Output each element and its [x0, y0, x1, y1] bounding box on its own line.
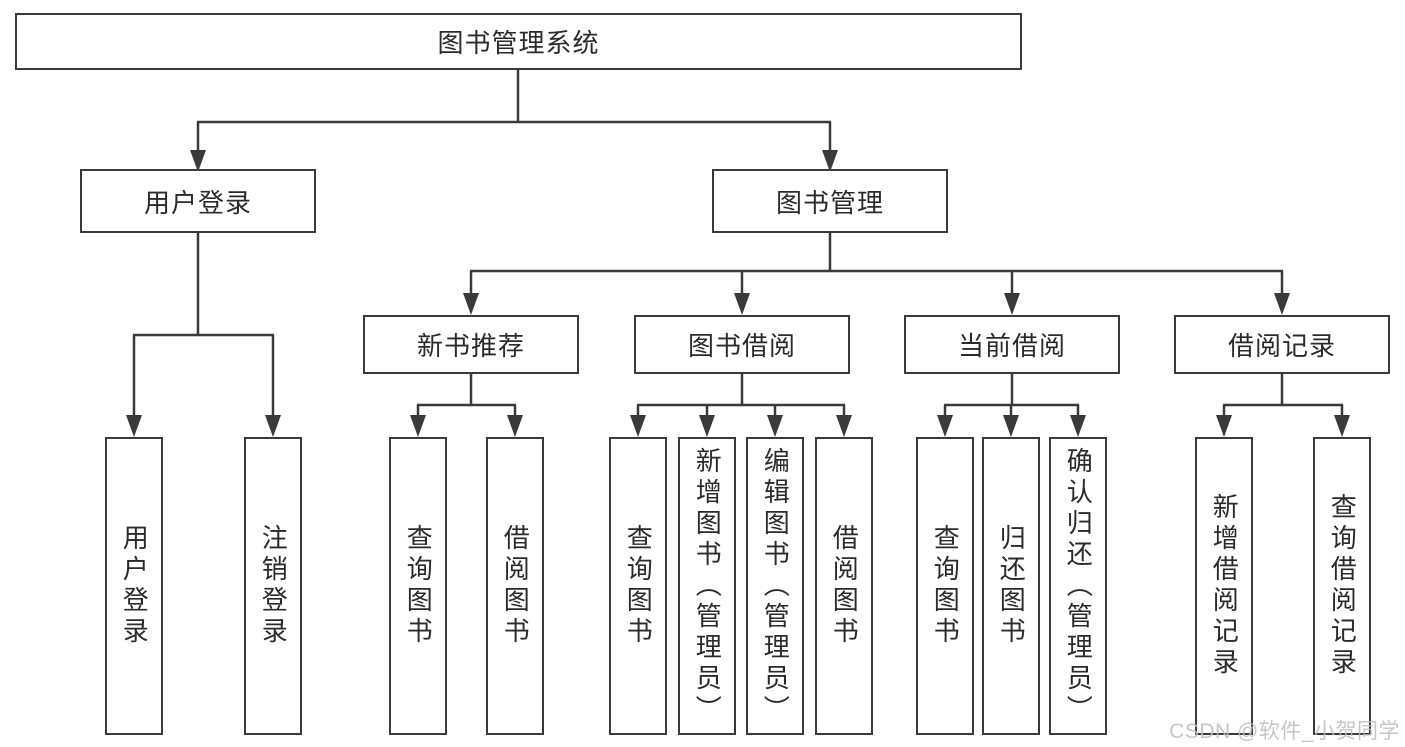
- node-leaf-borrow-books-2: 借阅图书: [815, 437, 873, 735]
- node-leaf-user-login: 用户登录: [105, 437, 163, 735]
- connector-root-to-level2: [190, 70, 838, 172]
- node-leaf-borrow-books-1: 借阅图书: [486, 437, 544, 735]
- arrow-down-icon: [1070, 415, 1086, 437]
- arrow-down-icon: [1216, 415, 1232, 437]
- node-leaf-query-books-2-label: 查询图书: [623, 524, 654, 648]
- node-borrowing-records: 借阅记录: [1174, 315, 1390, 374]
- node-leaf-add-borrow-record: 新增借阅记录: [1195, 437, 1253, 735]
- node-current-borrowing-label: 当前借阅: [957, 331, 1066, 361]
- node-book-management: 图书管理: [712, 169, 948, 233]
- node-leaf-borrow-books-1-label: 借阅图书: [500, 524, 531, 648]
- arrow-down-icon: [410, 415, 426, 437]
- connector-current-to-leaves: [937, 374, 1086, 437]
- node-new-book-recommend: 新书推荐: [363, 315, 579, 374]
- arrow-down-icon: [126, 415, 142, 437]
- connector-records-to-leaves: [1216, 374, 1350, 437]
- node-leaf-add-borrow-record-label: 新增借阅记录: [1209, 493, 1240, 679]
- node-user-login: 用户登录: [80, 169, 316, 233]
- node-leaf-logout-label: 注销登录: [258, 524, 289, 648]
- arrow-down-icon: [265, 415, 281, 437]
- node-leaf-confirm-return-admin: 确认归还（管理员）: [1049, 437, 1107, 735]
- arrow-down-icon: [1004, 293, 1020, 315]
- node-leaf-borrow-books-2-label: 借阅图书: [829, 524, 860, 648]
- node-leaf-return-books: 归还图书: [982, 437, 1040, 735]
- node-book-management-label: 图书管理: [775, 187, 884, 218]
- arrow-down-icon: [190, 150, 206, 172]
- arrow-down-icon: [1274, 293, 1290, 315]
- arrow-down-icon: [630, 415, 646, 437]
- node-borrowing-records-label: 借阅记录: [1227, 331, 1336, 361]
- arrow-down-icon: [699, 415, 715, 437]
- node-leaf-user-login-label: 用户登录: [119, 524, 150, 648]
- arrow-down-icon: [822, 150, 838, 172]
- node-current-borrowing: 当前借阅: [904, 315, 1120, 374]
- arrow-down-icon: [767, 415, 783, 437]
- node-leaf-edit-books-admin: 编辑图书（管理员）: [746, 437, 804, 735]
- connector-newbook-to-leaves: [410, 374, 523, 437]
- arrow-down-icon: [734, 293, 750, 315]
- node-library-system-label: 图书管理系统: [437, 28, 600, 58]
- node-book-borrowing-label: 图书借阅: [687, 331, 796, 361]
- node-leaf-query-books-1: 查询图书: [389, 437, 447, 735]
- connector-borrow-to-leaves: [630, 374, 852, 437]
- node-leaf-query-books-3-label: 查询图书: [930, 524, 961, 648]
- node-leaf-edit-books-admin-label: 编辑图书（管理员）: [760, 446, 791, 726]
- node-leaf-add-books-admin: 新增图书（管理员）: [678, 437, 736, 735]
- connector-login-to-leaves: [126, 233, 281, 437]
- arrow-down-icon: [1003, 415, 1019, 437]
- node-leaf-query-books-1-label: 查询图书: [403, 524, 434, 648]
- node-new-book-recommend-label: 新书推荐: [416, 331, 525, 361]
- node-leaf-logout: 注销登录: [244, 437, 302, 735]
- arrow-down-icon: [836, 415, 852, 437]
- arrow-down-icon: [937, 415, 953, 437]
- node-library-system: 图书管理系统: [15, 13, 1022, 70]
- arrow-down-icon: [463, 293, 479, 315]
- node-leaf-query-borrow-record: 查询借阅记录: [1313, 437, 1371, 735]
- connector-management-to-level3: [463, 233, 1290, 315]
- node-leaf-query-books-3: 查询图书: [916, 437, 974, 735]
- arrow-down-icon: [507, 415, 523, 437]
- node-leaf-query-books-2: 查询图书: [609, 437, 667, 735]
- node-leaf-query-borrow-record-label: 查询借阅记录: [1327, 493, 1358, 679]
- node-book-borrowing: 图书借阅: [634, 315, 850, 374]
- node-leaf-return-books-label: 归还图书: [996, 524, 1027, 648]
- node-leaf-confirm-return-admin-label: 确认归还（管理员）: [1063, 446, 1094, 726]
- node-leaf-add-books-admin-label: 新增图书（管理员）: [692, 446, 723, 726]
- arrow-down-icon: [1334, 415, 1350, 437]
- node-user-login-label: 用户登录: [143, 187, 252, 218]
